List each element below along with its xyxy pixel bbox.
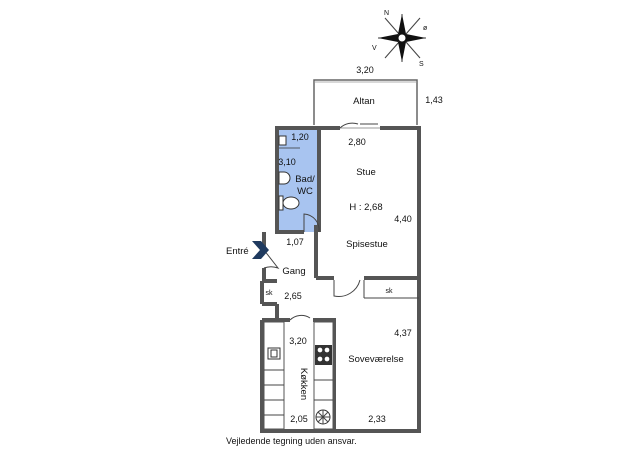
room-spisestue: Spisestue [346,239,388,250]
compass-south: S [419,61,424,68]
stove-icon [315,345,332,365]
entrance-label: Entré [226,246,249,257]
sink-icon [278,171,291,185]
bathroom-fixtures [278,135,300,211]
kitchen-door [289,314,311,321]
kokken-width: 2,05 [290,414,308,424]
compass-west: V [372,45,377,52]
ceiling-height: H : 2,68 [349,202,382,213]
entrance-door [263,249,280,270]
gang-length: 2,65 [284,291,302,301]
altan-depth: 1,43 [425,95,443,105]
room-bad-line1: Bad/ [295,174,315,185]
kitchen-fixtures [263,321,334,430]
closet-right: sk [386,288,394,295]
bathroom-door [303,213,320,233]
stue-length: 4,40 [394,214,412,224]
entre-width: 1,07 [286,237,304,247]
room-kokken: Køkken [298,368,309,400]
toilet-icon [282,196,300,210]
balcony [313,79,418,125]
bad-width: 1,20 [291,132,309,142]
room-sovevaerelse: Soveværelse [348,354,403,365]
disclaimer: Vejledende tegning uden ansvar. [226,436,357,446]
sove-width: 2,33 [368,414,386,424]
bad-length: 3,10 [278,157,296,167]
shower-icon [278,135,287,146]
compass-north: N [384,10,389,17]
altan-width: 3,20 [356,65,374,75]
kokken-length: 3,20 [289,336,307,346]
room-stue: Stue [356,167,376,178]
balcony-door [339,122,380,129]
compass-icon: N ø S V [372,10,428,68]
sove-length: 4,37 [394,328,412,338]
bedroom-door [333,279,361,297]
stue-width: 2,80 [348,137,366,147]
closet-left: sk [266,290,274,297]
room-bad-line2: WC [297,186,313,197]
room-gang: Gang [282,266,305,277]
entrance-arrow-icon [252,241,269,259]
room-altan: Altan [353,96,375,107]
compass-east: ø [423,25,428,32]
